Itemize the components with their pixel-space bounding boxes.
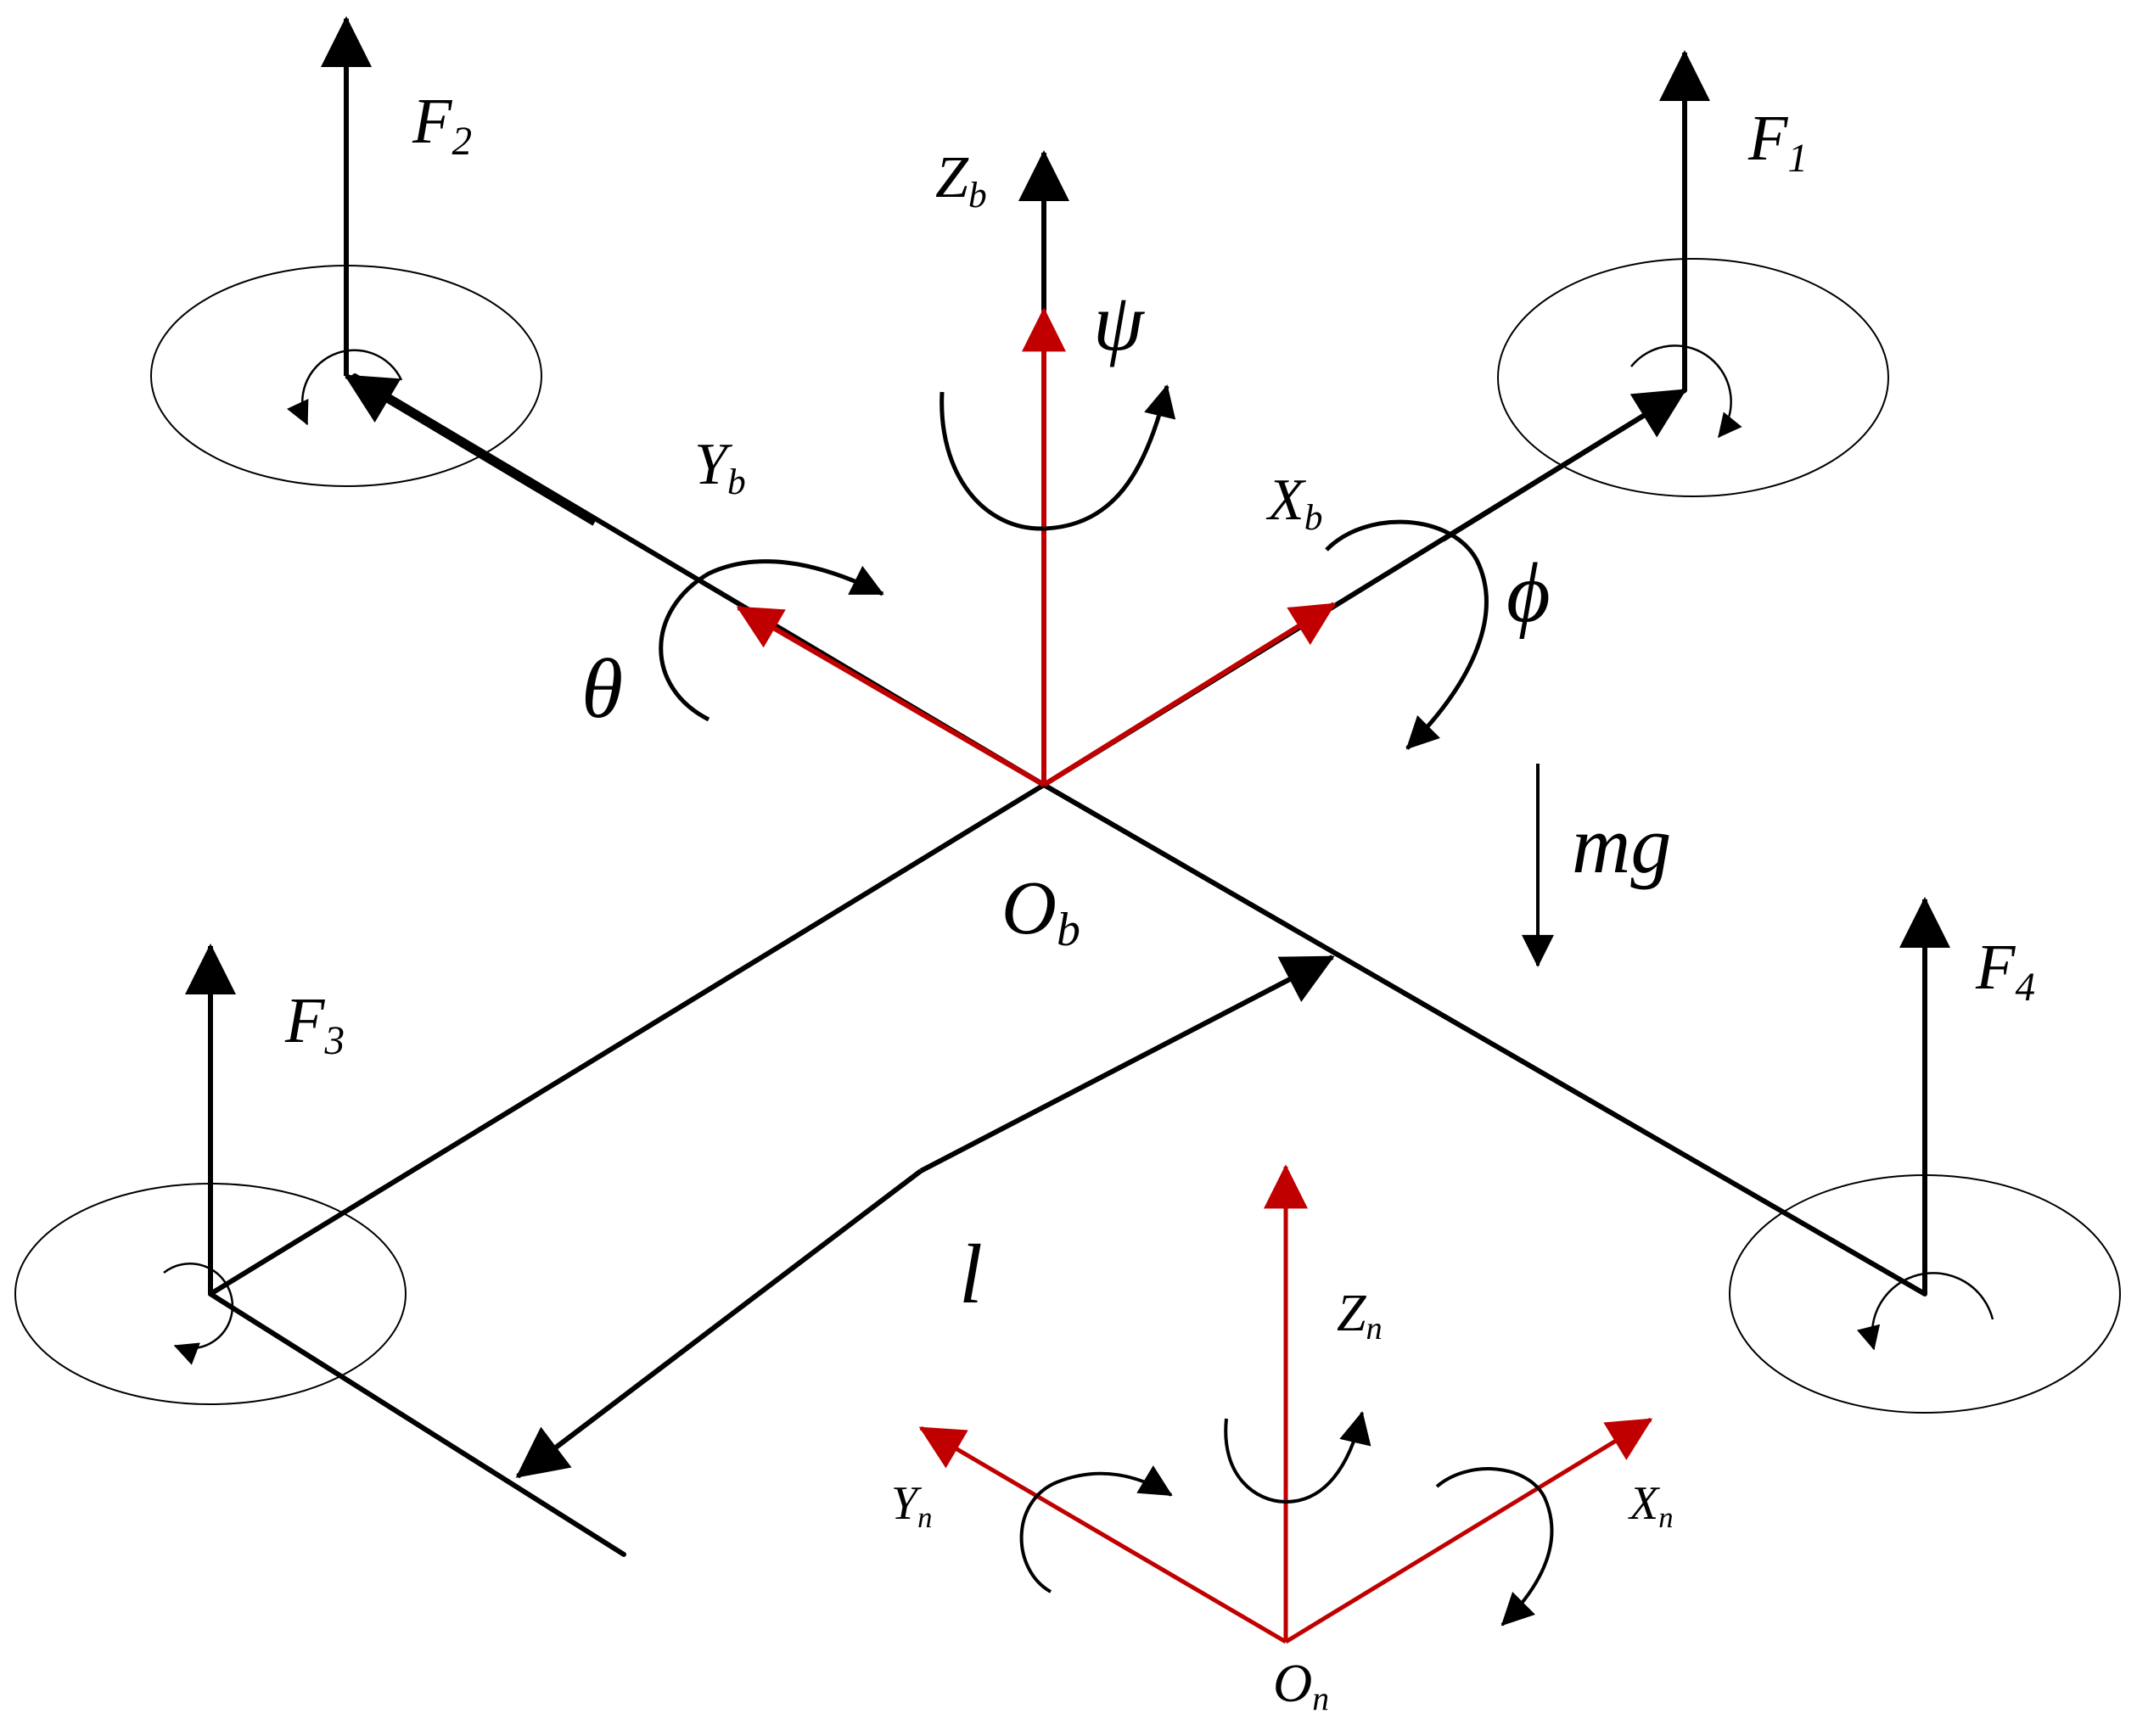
body-frame-axes: Zb Yb Xb Ob ψ θ ϕ [581,145,1551,956]
arm-rotor-4 [1041,782,1927,1296]
rotor-3: F3 [14,944,407,1405]
rotor-3-spin-icon [163,1263,234,1365]
arm-2-end-arrow [344,373,596,526]
psi-label: ψ [1093,277,1145,367]
rotor-4: F4 [1729,897,2121,1414]
rotor-1-spin-icon [1630,344,1742,439]
gravity: mg [1522,764,1671,967]
axis-yb-red [736,605,1046,787]
xn-rotation-icon [1435,1467,1554,1627]
rotor-1-disc [1497,258,1889,497]
zn-rotation-icon [1224,1411,1371,1504]
origin-ob-label: Ob [1001,866,1080,956]
axis-zn-label: Zn [1337,1285,1383,1347]
origin-on-label: On [1273,1653,1329,1717]
arm-length-arrow-start [515,1168,923,1479]
arm-length-l-label: l [959,1227,983,1321]
force-f2-label: F2 [412,86,472,164]
force-f1-label: F1 [1747,103,1808,181]
arm-length-dimension: l [515,955,1335,1479]
roll-phi-rotation-icon [1325,519,1489,750]
arm-rotor-3 [208,782,1046,1296]
axis-xb-label: Xb [1265,468,1322,538]
axis-yn-red [918,1425,1287,1644]
yn-rotation-icon [1019,1465,1173,1593]
axis-xn-red [1284,1417,1653,1644]
axis-xn-label: Xn [1628,1477,1674,1534]
arm-extension-3 [208,1291,626,1557]
rotor-1: F1 [1441,50,1889,542]
axis-xb-red [1042,602,1337,787]
rotor-2-spin-icon [287,349,403,426]
yaw-psi-rotation-icon [939,384,1176,531]
rotor-2: F2 [150,16,596,526]
arm-1-end-arrow [1441,388,1687,542]
axis-zb-label: Zb [935,145,987,216]
axis-yn-label: Yn [891,1477,933,1534]
arm-length-arrow-end [919,955,1335,1173]
inertial-frame-axes: Zn Yn Xn On [891,1164,1674,1717]
phi-label: ϕ [1506,546,1551,640]
quadrotor-frame [208,373,1927,1557]
axis-yb-label: Yb [694,432,746,502]
force-f4-label: F4 [1975,932,2035,1010]
rotor-4-spin-icon [1857,1272,1994,1351]
force-f3-label: F3 [284,985,345,1063]
gravity-mg-label: mg [1572,799,1671,890]
theta-label: θ [581,641,623,736]
pitch-theta-rotation-icon [659,559,884,722]
